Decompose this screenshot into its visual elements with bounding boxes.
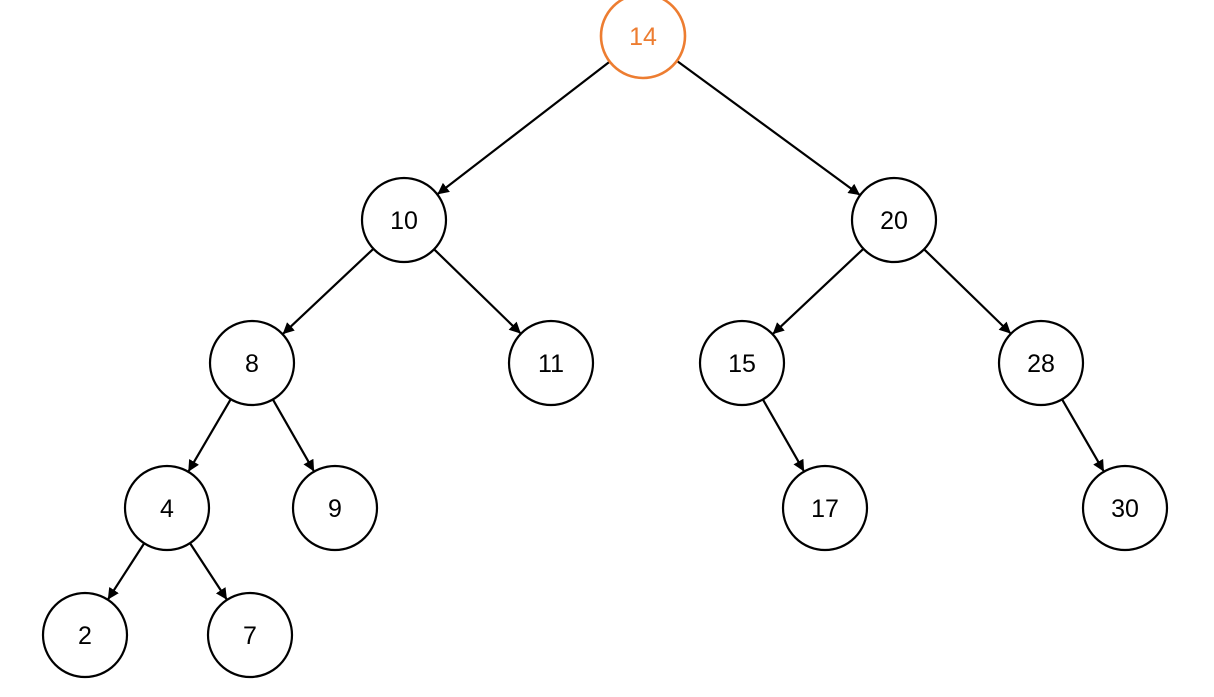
tree-edge-28-to-30 <box>1061 398 1105 472</box>
tree-node-label-30: 30 <box>1111 495 1139 523</box>
tree-node-circle-30[interactable] <box>1081 464 1169 552</box>
tree-node-label-15: 15 <box>728 350 756 378</box>
tree-node-2[interactable]: 2 <box>41 591 129 679</box>
tree-node-circle-11[interactable] <box>507 319 595 407</box>
tree-edge-14-to-20 <box>676 59 861 196</box>
tree-edge-15-to-17 <box>761 398 805 472</box>
tree-node-4[interactable]: 4 <box>123 464 211 552</box>
tree-node-circle-20[interactable] <box>850 176 938 264</box>
tree-node-label-4: 4 <box>160 495 174 523</box>
tree-edge-20-to-28 <box>923 248 1011 334</box>
tree-node-7[interactable]: 7 <box>206 591 294 679</box>
tree-node-17[interactable]: 17 <box>781 464 869 552</box>
tree-edge-8-to-4 <box>187 398 232 472</box>
tree-node-circle-10[interactable] <box>360 176 448 264</box>
tree-nodes-layer: 14 10 20 8 11 15 28 4 9 17 30 2 7 <box>41 0 1169 679</box>
tree-edge-10-to-8 <box>282 247 375 335</box>
tree-node-label-17: 17 <box>811 495 839 523</box>
tree-node-circle-7[interactable] <box>206 591 294 679</box>
tree-node-8[interactable]: 8 <box>208 319 296 407</box>
tree-node-circle-9[interactable] <box>291 464 379 552</box>
tree-edge-8-to-9 <box>271 398 315 472</box>
tree-edge-10-to-11 <box>433 248 521 334</box>
tree-edge-4-to-2 <box>107 542 146 600</box>
tree-node-circle-8[interactable] <box>208 319 296 407</box>
tree-node-circle-17[interactable] <box>781 464 869 552</box>
tree-edge-20-to-15 <box>772 247 865 335</box>
tree-node-9[interactable]: 9 <box>291 464 379 552</box>
tree-node-label-14: 14 <box>629 23 657 51</box>
tree-edges-layer <box>107 59 1105 600</box>
tree-node-label-2: 2 <box>78 622 92 650</box>
tree-node-circle-2[interactable] <box>41 591 129 679</box>
tree-node-circle-15[interactable] <box>698 319 786 407</box>
tree-node-label-7: 7 <box>243 622 257 650</box>
tree-node-circle-28[interactable] <box>997 319 1085 407</box>
tree-node-15[interactable]: 15 <box>698 319 786 407</box>
tree-edge-4-to-7 <box>189 542 228 600</box>
tree-edge-14-to-10 <box>437 60 611 195</box>
tree-node-20[interactable]: 20 <box>850 176 938 264</box>
tree-node-label-28: 28 <box>1027 350 1055 378</box>
tree-node-14[interactable]: 14 <box>599 0 687 80</box>
tree-node-11[interactable]: 11 <box>507 319 595 407</box>
tree-node-label-11: 11 <box>538 350 564 378</box>
tree-node-circle-14[interactable] <box>599 0 687 80</box>
tree-node-label-8: 8 <box>245 350 259 378</box>
tree-node-10[interactable]: 10 <box>360 176 448 264</box>
tree-node-label-20: 20 <box>880 207 908 235</box>
tree-node-28[interactable]: 28 <box>997 319 1085 407</box>
tree-node-label-9: 9 <box>328 495 342 523</box>
tree-node-30[interactable]: 30 <box>1081 464 1169 552</box>
tree-node-label-10: 10 <box>390 207 418 235</box>
tree-node-circle-4[interactable] <box>123 464 211 552</box>
